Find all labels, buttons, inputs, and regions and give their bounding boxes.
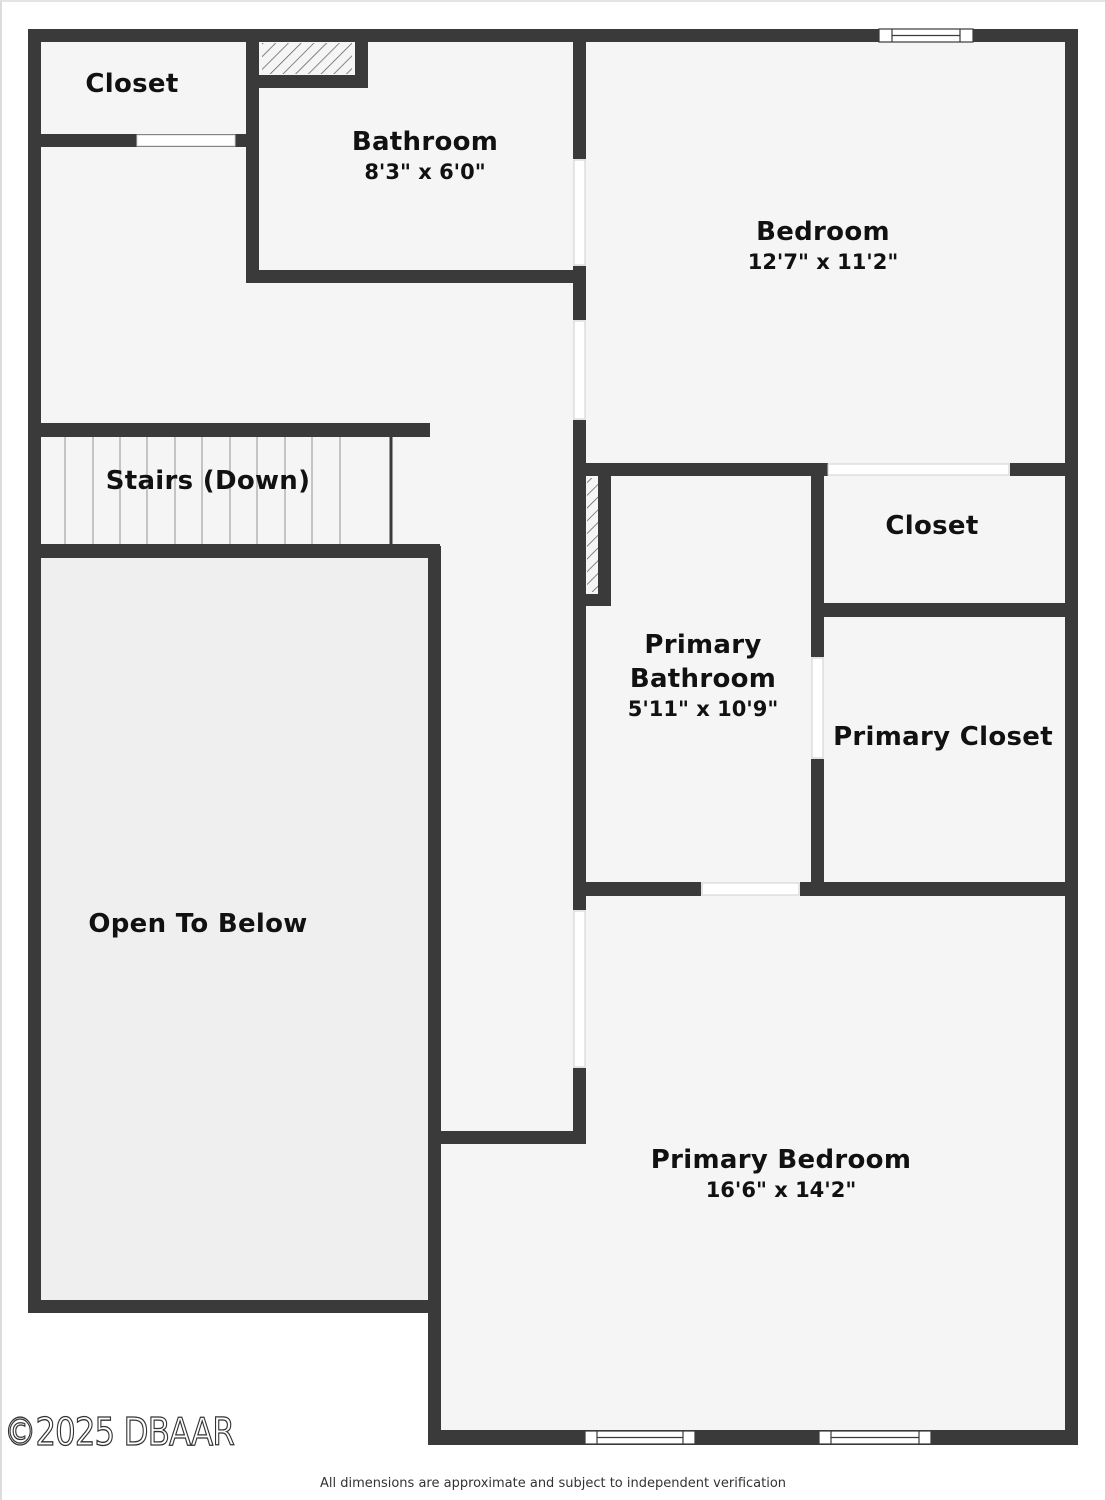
room-name: Closet <box>85 69 179 99</box>
room-name-line-2: Bathroom <box>629 663 777 694</box>
window-primary-bedroom-right <box>818 1430 932 1445</box>
room-label-primary-closet: Primary Closet <box>833 722 1053 753</box>
room-label-closet-right: Closet <box>885 511 979 542</box>
room-name: Primary Closet <box>833 722 1053 752</box>
room-label-bedroom: Bedroom 12'7" x 11'2" <box>747 217 899 274</box>
room-name: Stairs (Down) <box>105 466 311 496</box>
room-dimensions: 16'6" x 14'2" <box>705 1177 857 1202</box>
windows <box>584 28 974 1445</box>
room-label-bathroom: Bathroom 8'3" x 6'0" <box>351 127 499 184</box>
room-name: Open To Below <box>88 909 308 939</box>
room-name-line-1: Primary <box>644 630 762 660</box>
room-label-open-to-below: Open To Below <box>88 909 308 940</box>
room-label-primary-bathroom: Primary Bathroom 5'11" x 10'9" <box>627 630 779 721</box>
room-dimensions: 12'7" x 11'2" <box>747 249 899 274</box>
open-to-below-floor <box>40 556 432 1302</box>
door-openings <box>136 134 1010 1068</box>
floor-areas <box>30 36 1071 1446</box>
room-name: Bedroom <box>756 217 890 247</box>
room-label-closet-top-left: Closet <box>85 69 179 100</box>
room-label-stairs: Stairs (Down) <box>105 466 311 497</box>
room-dimensions: 5'11" x 10'9" <box>627 696 779 721</box>
room-name: Closet <box>885 511 979 541</box>
walls <box>28 29 1078 1445</box>
room-name: Primary Bedroom <box>650 1145 912 1175</box>
window-bedroom-top <box>878 28 974 43</box>
stair-treads <box>64 436 393 546</box>
hatched-shaft-small <box>587 478 598 592</box>
dimensions-disclaimer: All dimensions are approximate and subje… <box>319 1476 787 1491</box>
room-label-primary-bedroom: Primary Bedroom 16'6" x 14'2" <box>650 1145 912 1202</box>
hatched-shaft <box>262 43 352 74</box>
copyright-watermark: ©2025 DBAAR <box>3 1409 235 1454</box>
window-primary-bedroom-left <box>584 1430 696 1445</box>
room-name: Bathroom <box>351 127 499 157</box>
room-dimensions: 8'3" x 6'0" <box>364 159 486 184</box>
